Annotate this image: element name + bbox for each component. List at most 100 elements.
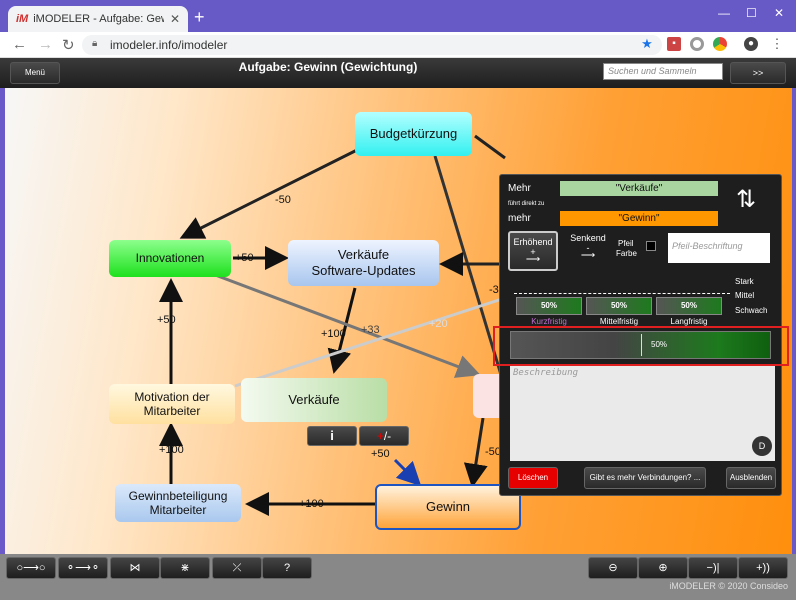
edge-layer — [159, 134, 507, 516]
add-node-icon[interactable]: ○⟶○ — [6, 557, 56, 579]
info-button[interactable]: i — [307, 426, 357, 446]
node-gewinn[interactable]: Gewinn — [375, 484, 521, 530]
url-text: imodeler.info/imodeler — [110, 38, 228, 52]
decrease-label: Senkend — [570, 233, 606, 243]
edge-budget-right[interactable] — [474, 134, 506, 160]
zoom-last-button[interactable]: +)) — [738, 557, 788, 579]
pdf-extension-icon[interactable]: ▪ — [667, 37, 681, 51]
delete-button[interactable]: Löschen — [508, 467, 558, 489]
decrease-sign: - — [586, 243, 590, 253]
mid-term-label: Mittelfristig — [599, 317, 639, 326]
bookmark-star-icon[interactable]: ★ — [641, 36, 653, 51]
more-connections-button[interactable]: Gibt es mehr Verbindungen? ... — [584, 467, 706, 489]
footer-copyright: iMODELER © 2020 Consideo — [669, 581, 788, 591]
node-label-line2: Software-Updates — [311, 263, 416, 278]
edge-label: +50 — [235, 252, 254, 264]
imodeler-favicon-icon: iM — [16, 13, 29, 25]
minus-sign: /- — [383, 429, 392, 443]
edge-label: +33 — [361, 324, 380, 336]
node-innovationen[interactable]: Innovationen — [109, 240, 231, 277]
layout-icon[interactable]: ⋈ — [110, 557, 160, 579]
node-motivation-mitarbeiter[interactable]: Motivation der Mitarbeiter — [109, 384, 235, 424]
back-icon[interactable]: ← — [12, 36, 27, 53]
edge-label: -3 — [489, 284, 499, 296]
bottom-toolbar: ○⟶○ ⚬⟶⚬ ⋈ ⋇ ⤫ ? ⊖ ⊕ −)| +)) iMODELER © 2… — [0, 554, 796, 600]
short-term-label: Kurzfristig — [531, 317, 567, 326]
zoom-in-icon[interactable]: ⊕ — [638, 557, 688, 579]
decrease-button[interactable]: Senkend - ⟶ — [566, 233, 610, 261]
chrome-extension-icon[interactable] — [713, 37, 727, 51]
edge-label: +100 — [299, 498, 324, 510]
edge-label: -50 — [485, 446, 501, 458]
edge-label: +100 — [159, 444, 184, 456]
network-icon[interactable]: ⋇ — [160, 557, 210, 579]
close-tab-icon[interactable]: ✕ — [169, 12, 180, 26]
help-button[interactable]: ? — [262, 557, 312, 579]
maximize-icon[interactable]: ☐ — [746, 6, 757, 20]
weight-highlight-box — [493, 326, 789, 366]
node-gewinnbeteiligung-mitarbeiter[interactable]: Gewinnbeteiligung Mitarbeiter — [115, 484, 241, 522]
node-verkaeufe-software-updates[interactable]: Verkäufe Software-Updates — [288, 240, 439, 286]
connection-panel: Mehr "Verkäufe" führt direkt zu mehr "Ge… — [499, 174, 782, 496]
edge-label: +50 — [371, 448, 390, 460]
edge-label: +50 — [157, 314, 176, 326]
plus-minus-button[interactable]: +/- — [359, 426, 409, 446]
browser-tab-strip: iM iMODELER - Aufgabe: Gewinn (G ✕ + — ☐… — [0, 0, 796, 32]
edge-budget-innovationen[interactable] — [179, 148, 358, 239]
edge-innov-x[interactable] — [209, 271, 481, 378]
node-budgetkuerzung[interactable]: Budgetkürzung — [355, 112, 472, 156]
node-verkaeufe[interactable]: Verkäufe — [241, 378, 387, 422]
arrow-color-label-2: Farbe — [616, 249, 637, 258]
description-textarea[interactable]: Beschreibung — [510, 365, 775, 461]
edge-label: +20 — [429, 318, 448, 330]
plus-sign: + — [376, 429, 384, 443]
close-window-icon[interactable]: ✕ — [774, 6, 785, 20]
long-term-label: Langfristig — [670, 317, 708, 326]
to-node-field: "Gewinn" — [560, 211, 718, 226]
browser-menu-icon[interactable]: ⋮ — [770, 36, 784, 51]
mid-term-slider[interactable]: 50% — [586, 297, 652, 315]
increase-arrow-icon: ⟶ — [525, 254, 541, 265]
arrow-color-label-1: Pfeil — [618, 239, 634, 248]
strength-weak-label: Schwach — [735, 306, 768, 315]
reload-icon[interactable]: ↻ — [62, 37, 75, 54]
weight-value: 50% — [651, 340, 668, 349]
edge-vsw-verkaeufe[interactable] — [327, 287, 357, 374]
arrow-label-input[interactable]: Pfeil-Beschriftung — [668, 233, 770, 263]
menu-button[interactable]: Menü — [10, 62, 60, 84]
extension-circle-icon[interactable] — [690, 37, 704, 51]
node-label-line2: Mitarbeiter — [149, 503, 207, 517]
hide-button[interactable]: Ausblenden — [726, 467, 776, 489]
strength-divider — [514, 293, 730, 294]
arrow-color-swatch[interactable] — [646, 241, 656, 251]
node-label: Gewinn — [425, 499, 471, 515]
node-partially-hidden[interactable] — [473, 374, 503, 418]
short-term-slider[interactable]: 50% — [516, 297, 582, 315]
browser-tab[interactable]: iM iMODELER - Aufgabe: Gewinn (G ✕ — [8, 6, 188, 32]
expand-button[interactable]: >> — [730, 62, 786, 84]
weight-slider[interactable]: 50% — [510, 331, 771, 359]
edge-verkaeufe-gewinn[interactable] — [393, 458, 422, 487]
forward-icon[interactable]: → — [38, 36, 53, 53]
zoom-first-button[interactable]: −)| — [688, 557, 738, 579]
minimize-icon[interactable]: — — [718, 6, 730, 20]
swap-direction-icon[interactable]: ⇅ — [736, 186, 757, 213]
new-tab-icon[interactable]: + — [194, 7, 205, 27]
app-header: Menü Aufgabe: Gewinn (Gewichtung) Suchen… — [0, 58, 796, 88]
node-label-line1: Motivation der — [134, 389, 210, 404]
search-input[interactable]: Suchen und Sammeln — [603, 63, 723, 80]
edge-x-gewinn[interactable] — [463, 417, 488, 488]
profile-avatar-icon[interactable]: ● — [744, 37, 758, 51]
collapse-icon[interactable]: ⤫ — [212, 557, 262, 579]
url-field[interactable]: 🔒︎ imodeler.info/imodeler — [82, 35, 662, 55]
increase-label: Erhöhend — [513, 237, 553, 247]
zoom-out-icon[interactable]: ⊖ — [588, 557, 638, 579]
connect-nodes-icon[interactable]: ⚬⟶⚬ — [58, 557, 108, 579]
d-badge[interactable]: D — [752, 436, 772, 456]
from-node-field: "Verkäufe" — [560, 181, 718, 196]
lock-icon: 🔒︎ — [92, 38, 98, 49]
edge-motivation-x[interactable] — [234, 296, 506, 388]
increase-button[interactable]: Erhöhend + ⟶ — [508, 231, 558, 271]
long-term-slider[interactable]: 50% — [656, 297, 722, 315]
weight-slider-thumb[interactable] — [641, 334, 642, 356]
